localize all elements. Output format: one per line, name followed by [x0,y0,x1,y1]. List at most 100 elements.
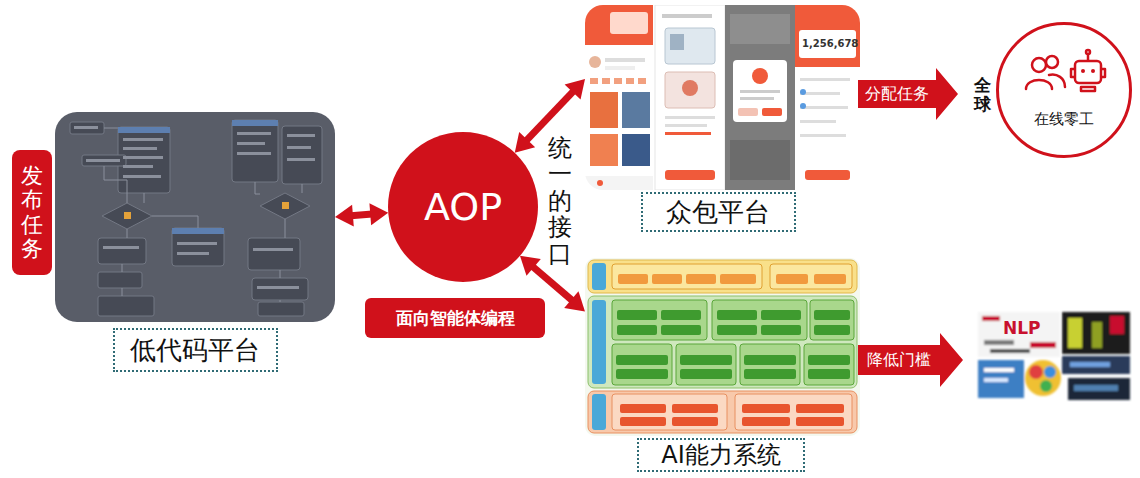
illustration-part [800,134,846,137]
double-arrow [335,203,388,226]
worker-icons [999,25,1129,155]
illustration-part [665,116,715,119]
panel-label: 众包平台 [641,192,796,232]
illustration-part [686,274,716,284]
illustration-part [590,92,618,128]
box-text: 面向智能体编程 [396,307,515,330]
illustration-part [237,142,265,145]
illustration-part [1068,378,1130,400]
illustration-part [672,417,718,426]
illustration-part [104,128,118,129]
illustration-part [616,310,850,379]
illustration-part [661,325,701,335]
illustration-part [800,78,850,81]
illustration-part [1025,360,1061,396]
illustration-part [1062,312,1130,354]
illustration-part [800,106,848,109]
illustration-part [592,394,606,430]
illustration-part [177,252,209,255]
illustration-part [655,5,725,190]
illustration-part [800,78,850,137]
low-code-screenshot [55,112,335,322]
illustration-part [1029,365,1043,379]
illustration-part [1030,342,1056,348]
illustration-part [1092,322,1102,348]
illustration-part [622,134,650,166]
illustration-part [733,60,787,122]
illustration-part [1070,362,1110,367]
illustration-part [720,274,756,284]
arrow-head [520,256,541,276]
illustration-part [617,310,657,320]
crowd-panel: 众包平台 [585,5,860,190]
illustration-part [74,126,98,129]
illustration-part [665,28,715,64]
arrow-text: 降低门槛 [858,350,940,371]
arrow-head [515,132,535,153]
illustration-part [740,90,780,93]
illustration-part [665,72,715,108]
eye [1091,69,1095,73]
illustration-part [152,216,198,228]
illustration-part [127,229,128,238]
ears [1071,69,1105,77]
illustration-part [232,120,278,182]
illustration-part [237,132,271,135]
illustration-part [735,394,852,430]
illustration-part [776,274,808,284]
illustration-part [280,270,281,278]
illustration-part [620,404,844,426]
illustration-part [744,355,796,365]
ai-system-chart [585,258,860,436]
illustration-part [118,127,170,133]
illustration-part [285,219,286,238]
robot-head [1075,61,1101,83]
antenna-tip [1086,50,1090,54]
illustration-part [585,5,860,190]
robot-neck [1081,87,1095,91]
illustration-part [98,272,142,288]
illustration-part [717,325,757,335]
illustration-part [585,176,653,190]
tag-box: 面向智能体编程 [365,298,545,338]
illustration-part [982,316,1000,321]
illustration-part [55,112,335,322]
illustration-part [282,126,322,184]
illustration-part [808,369,850,379]
illustration-part [104,128,302,302]
people-icon [1026,56,1065,89]
shoulders [1049,75,1065,87]
illustration-part [665,132,711,135]
illustration-part [74,126,315,289]
collage-word: NLP [1003,318,1041,338]
illustration-part [252,278,308,300]
block-arrow: 降低门槛 [858,333,963,387]
illustration-part [1110,316,1124,334]
illustration-part [712,300,807,340]
illustration-part [800,103,806,109]
illustration-part [123,138,163,141]
shoulders [1026,80,1052,89]
illustration-part [592,300,606,384]
illustration-part [800,92,840,95]
arrow-shaft [532,266,573,301]
illustration-part [612,300,854,385]
arrow-head [335,205,354,227]
illustration-part [984,368,1014,372]
illustration-part [978,312,1060,357]
illustration-part [672,404,718,413]
illustration-part [98,296,154,316]
illustration-part [124,212,131,219]
illustration-part [1040,380,1052,392]
illustration-part [738,108,758,116]
screen-number: 1,256,678 [802,38,858,50]
illustration-part [795,5,860,190]
block-arrow-outline [858,333,963,387]
illustration-part [761,325,801,335]
illustration-part [1074,385,1118,391]
illustration-part [102,203,152,229]
illustration-part [665,124,707,127]
illustration-part [616,355,668,365]
illustration-part [255,182,260,194]
